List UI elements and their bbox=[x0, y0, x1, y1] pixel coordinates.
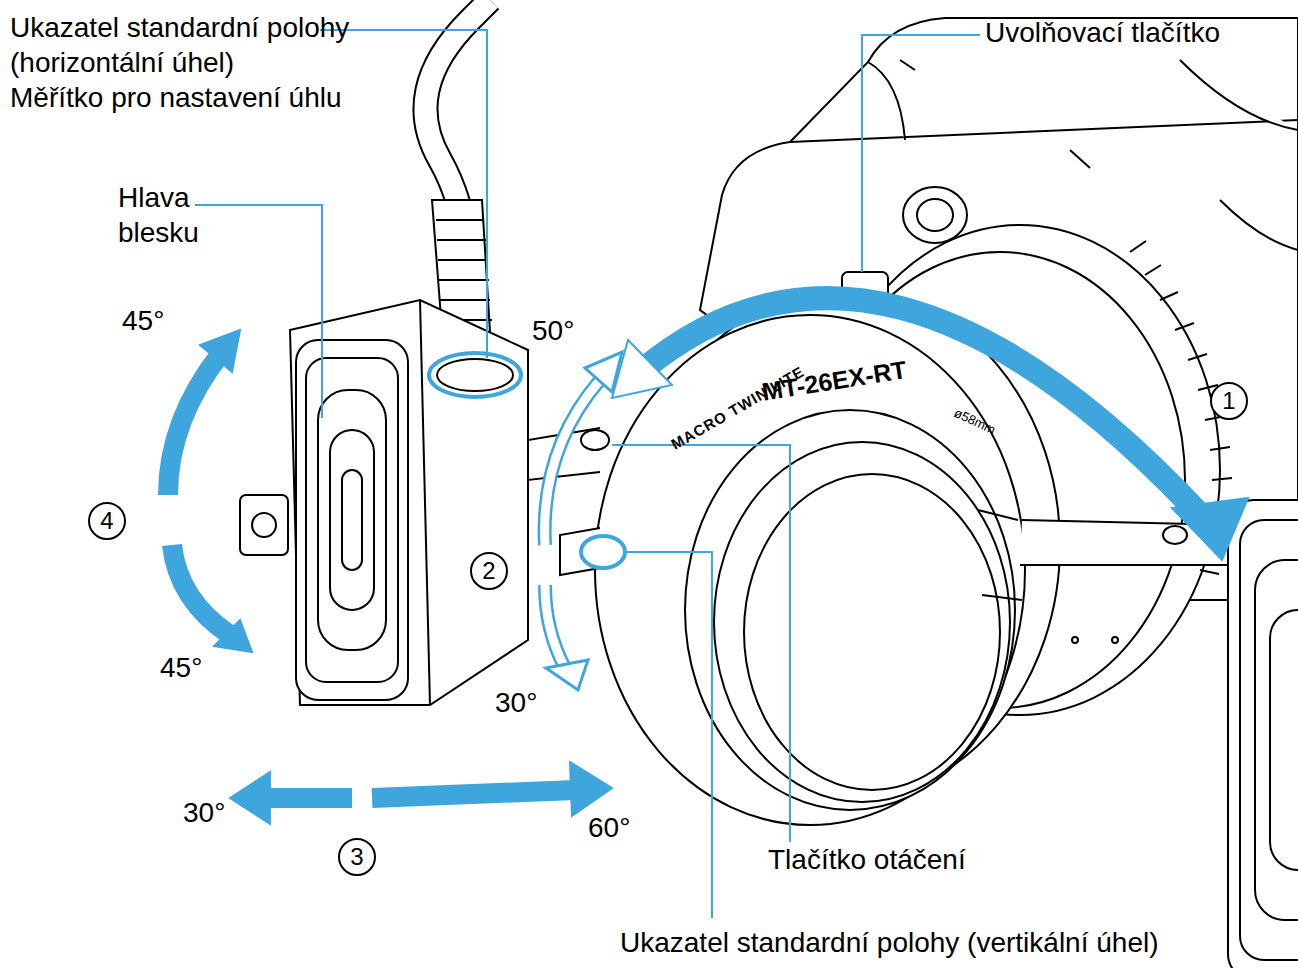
right-flash-head bbox=[1255, 560, 1298, 920]
left-flash-head bbox=[318, 390, 386, 650]
left-flash-head bbox=[330, 430, 374, 610]
leader-line bbox=[195, 205, 322, 418]
leader-line bbox=[625, 552, 712, 918]
leader-line bbox=[862, 35, 980, 272]
camera-body bbox=[1220, 200, 1298, 250]
camera-body bbox=[790, 120, 1298, 142]
left-flash-head bbox=[420, 300, 430, 705]
angle-value: 50° bbox=[532, 313, 602, 348]
arrow-head bbox=[1172, 498, 1248, 560]
leader-line bbox=[320, 30, 487, 358]
left-flash-head bbox=[306, 358, 398, 682]
ring-lite bbox=[685, 410, 1015, 810]
part-label: Hlava blesku bbox=[118, 180, 228, 250]
tilt-arrow bbox=[545, 585, 565, 668]
right-flash-head bbox=[1228, 500, 1298, 968]
ring-lite bbox=[1072, 637, 1078, 643]
bracket-arm bbox=[1163, 526, 1187, 544]
arrow-head bbox=[200, 330, 612, 824]
rotation-arrow bbox=[640, 298, 1205, 520]
rotation-arrow bbox=[640, 298, 1205, 520]
callout-number: 2 bbox=[470, 552, 508, 590]
part-label: Uvolňovací tlačítko bbox=[985, 15, 1285, 50]
tilt-arrow bbox=[545, 585, 565, 668]
indicator-mark bbox=[581, 536, 625, 568]
arrow-head bbox=[570, 762, 612, 816]
lens-barrel bbox=[1130, 241, 1161, 275]
left-flash-head bbox=[240, 300, 528, 705]
camera-body bbox=[1180, 60, 1298, 130]
tilt-arrow bbox=[545, 380, 600, 668]
indicator-mark bbox=[429, 353, 521, 397]
arrow-head bbox=[612, 340, 1248, 560]
right-flash-head bbox=[1228, 500, 1298, 968]
ring-lite bbox=[744, 474, 1000, 790]
leader-line bbox=[612, 445, 790, 842]
left-flash-head bbox=[296, 340, 408, 700]
arrow-head bbox=[230, 772, 270, 824]
callout-number: 1 bbox=[1210, 382, 1248, 420]
angle-value: 30° bbox=[495, 685, 565, 720]
arrow-head bbox=[546, 660, 588, 690]
arrow-head bbox=[214, 620, 252, 652]
part-label: Měřítko pro nastavení úhlu bbox=[10, 80, 430, 115]
arrow-head bbox=[200, 330, 240, 372]
camera-body bbox=[917, 199, 953, 231]
ring-lite bbox=[714, 442, 1010, 802]
indicator-mark bbox=[429, 353, 625, 568]
tilt-arrow bbox=[545, 380, 600, 545]
part-label: Ukazatel standardní polohy (vertikální ú… bbox=[620, 925, 1290, 960]
swivel-arrow bbox=[168, 352, 575, 798]
left-flash-head bbox=[240, 495, 288, 555]
tilt-arrow bbox=[545, 380, 600, 545]
callout-number: 3 bbox=[338, 838, 376, 876]
left-flash-head bbox=[252, 513, 276, 537]
right-flash-head bbox=[1270, 610, 1298, 870]
arrow-head bbox=[585, 352, 622, 392]
ring-lite bbox=[1112, 637, 1118, 643]
left-flash-head bbox=[437, 359, 513, 391]
angle-value: 45° bbox=[160, 650, 230, 685]
arrow-head bbox=[612, 340, 672, 398]
bracket-arm bbox=[581, 430, 609, 450]
left-flash-head bbox=[342, 470, 362, 570]
swivel-arrow bbox=[262, 788, 352, 808]
callout-number: 4 bbox=[88, 502, 126, 540]
angle-value: 30° bbox=[183, 795, 253, 830]
arrow-head bbox=[546, 352, 622, 690]
angle-value: 45° bbox=[122, 303, 192, 338]
ring-lite bbox=[595, 315, 1025, 825]
right-flash-head bbox=[1240, 520, 1298, 960]
camera-body bbox=[903, 187, 967, 243]
swivel-arrow bbox=[372, 790, 575, 798]
camera-body bbox=[868, 62, 905, 140]
camera-body bbox=[900, 60, 1090, 168]
leader-line bbox=[195, 30, 980, 918]
swivel-arrow bbox=[168, 352, 222, 495]
angle-value: 60° bbox=[588, 810, 658, 845]
left-flash-head bbox=[290, 300, 528, 705]
part-label: Tlačítko otáčení bbox=[768, 842, 1028, 877]
rotation-arrow bbox=[640, 298, 1205, 520]
part-label: Ukazatel standardní polohy (horizontální… bbox=[10, 10, 410, 80]
ring-lite bbox=[978, 510, 1022, 600]
swivel-arrow bbox=[172, 545, 230, 635]
